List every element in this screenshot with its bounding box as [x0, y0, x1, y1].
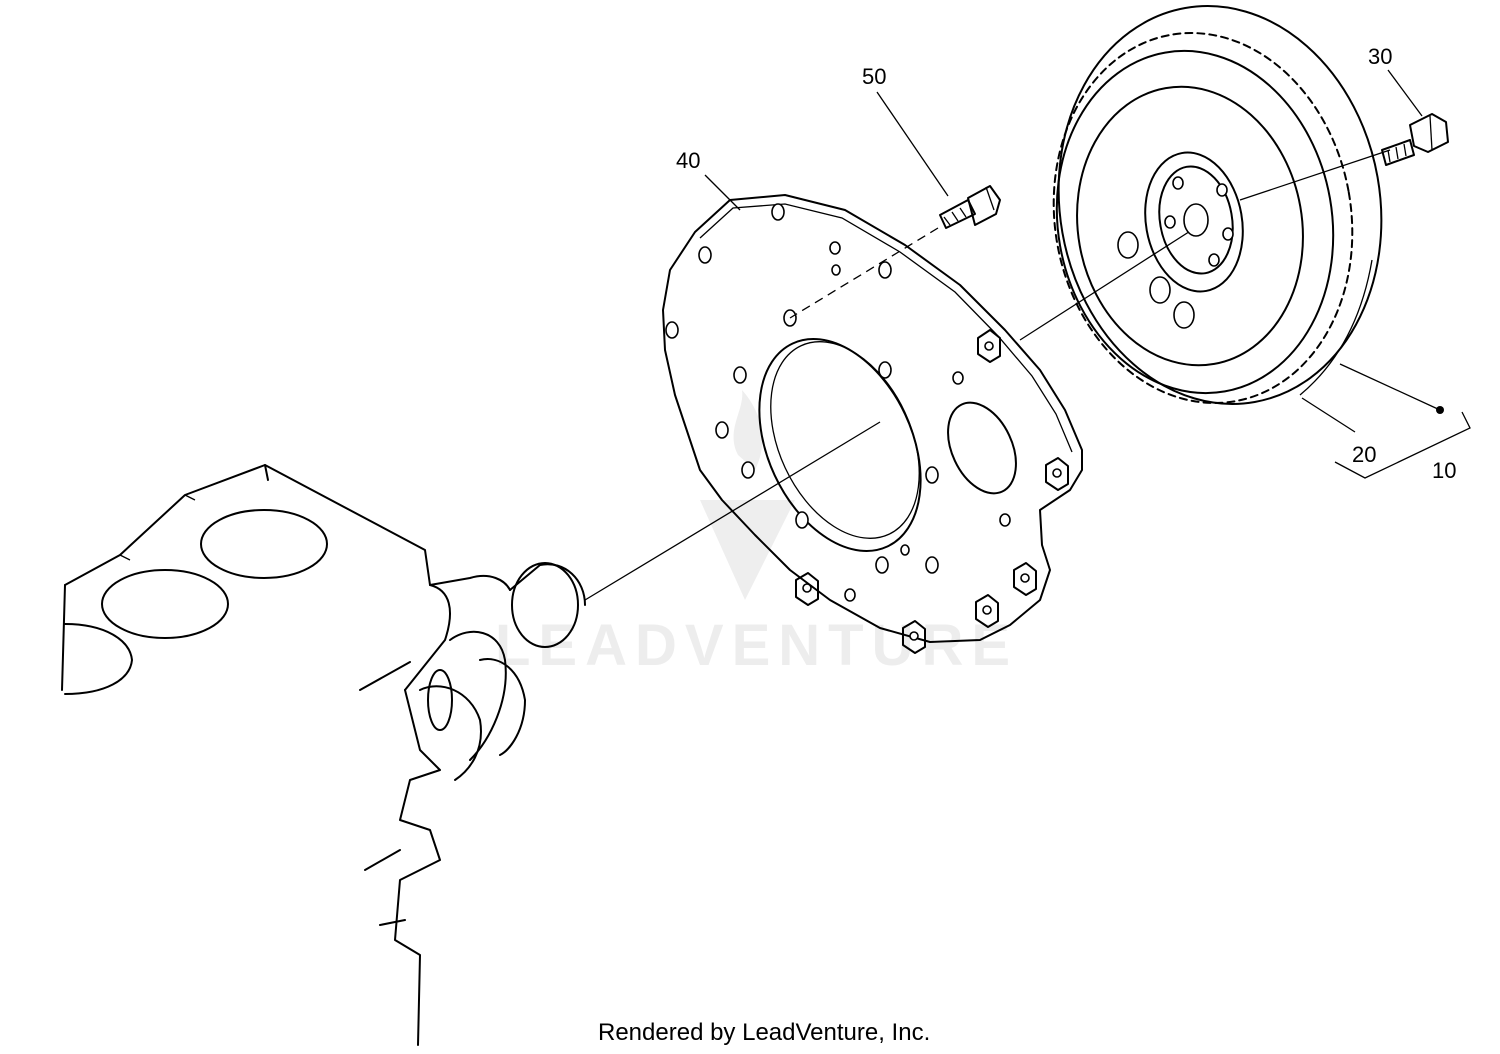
leader-lines: [704, 69, 1471, 479]
flywheel-bolt-30: [1381, 113, 1449, 166]
flywheel-housing-plate: [662, 194, 1083, 654]
cylinder-bore-2: [101, 569, 229, 639]
flywheel: [1052, 5, 1383, 405]
callout-50[interactable]: 50: [862, 64, 886, 89]
footer-credit: Rendered by LeadVenture, Inc.: [598, 1019, 930, 1046]
callout-30[interactable]: 30: [1368, 44, 1392, 69]
watermark: LEADVENTURE: [495, 390, 1018, 678]
plate-holes: [665, 203, 1011, 602]
callout-20[interactable]: 20: [1352, 442, 1376, 467]
plate-nuts: [795, 329, 1069, 654]
crankshaft-flange: [511, 562, 579, 648]
watermark-logo: [700, 390, 795, 600]
callout-10[interactable]: 10: [1432, 458, 1456, 483]
crankshaft: [419, 562, 586, 781]
flywheel-axis-line: [1019, 227, 1196, 341]
plate-bolt-50: [789, 185, 1001, 319]
watermark-text: LEADVENTURE: [495, 613, 1018, 678]
pilot-opening: [947, 401, 1017, 495]
engine-block: [61, 464, 451, 1046]
cylinder-bore-1: [200, 509, 328, 579]
callout-40[interactable]: 40: [676, 148, 700, 173]
